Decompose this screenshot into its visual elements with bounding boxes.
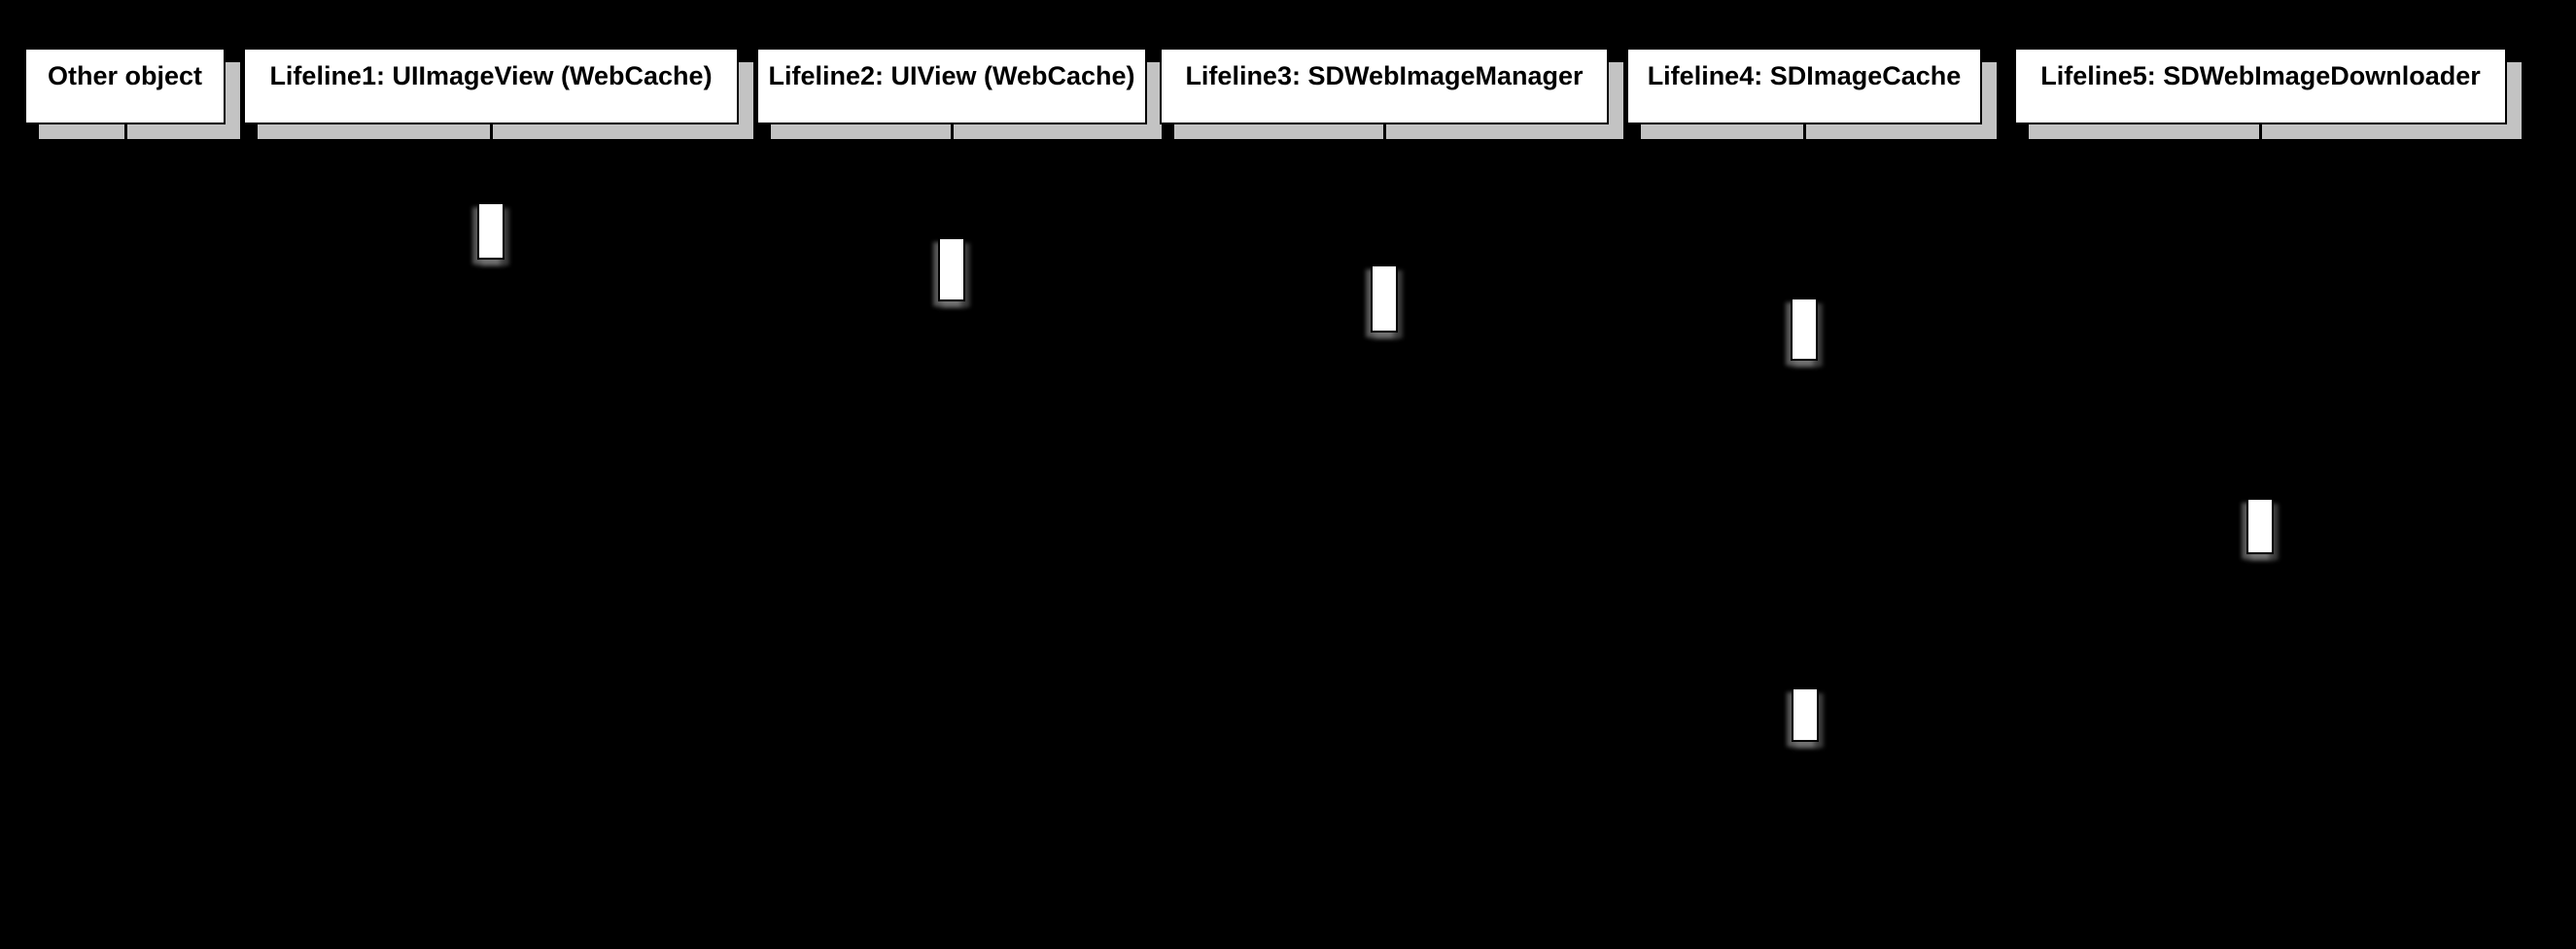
lifeline-header-box: Lifeline5: SDWebImageDownloader [2014, 48, 2507, 124]
lifeline-dash-notch [1802, 124, 1806, 139]
lifeline-label: Lifeline4: SDImageCache [1647, 61, 1962, 90]
activation-bar [2246, 498, 2274, 554]
lifeline-dash-notch [123, 124, 127, 139]
lifeline-header-box: Other object [24, 48, 226, 124]
lifeline-header-box: Lifeline3: SDWebImageManager [1160, 48, 1609, 124]
lifeline-header-box: Lifeline1: UIImageView (WebCache) [243, 48, 739, 124]
activation-bar [1371, 264, 1398, 333]
lifeline-header-box: Lifeline4: SDImageCache [1626, 48, 1982, 124]
lifeline-dashed-line [950, 124, 954, 914]
activation-bar [938, 237, 965, 301]
lifeline-header-box: Lifeline2: UIView (WebCache) [756, 48, 1147, 124]
lifeline-label: Lifeline1: UIImageView (WebCache) [269, 61, 713, 90]
lifeline-dash-notch [950, 124, 954, 139]
lifeline-label: Other object [47, 61, 203, 90]
lifeline-dashed-line [123, 124, 127, 914]
lifeline-dash-notch [2258, 124, 2262, 139]
lifeline-label: Lifeline2: UIView (WebCache) [768, 61, 1135, 90]
lifeline-label: Lifeline5: SDWebImageDownloader [2040, 61, 2481, 90]
lifeline-dashed-line [489, 124, 493, 914]
lifeline-label: Lifeline3: SDWebImageManager [1185, 61, 1584, 90]
activation-bar [1791, 298, 1818, 361]
lifeline-dashed-line [1802, 124, 1806, 914]
lifeline-dash-notch [489, 124, 493, 139]
lifeline-dash-notch [1382, 124, 1386, 139]
activation-bar [1792, 687, 1819, 742]
lifeline-dashed-line [1382, 124, 1386, 914]
activation-bar [477, 202, 505, 260]
